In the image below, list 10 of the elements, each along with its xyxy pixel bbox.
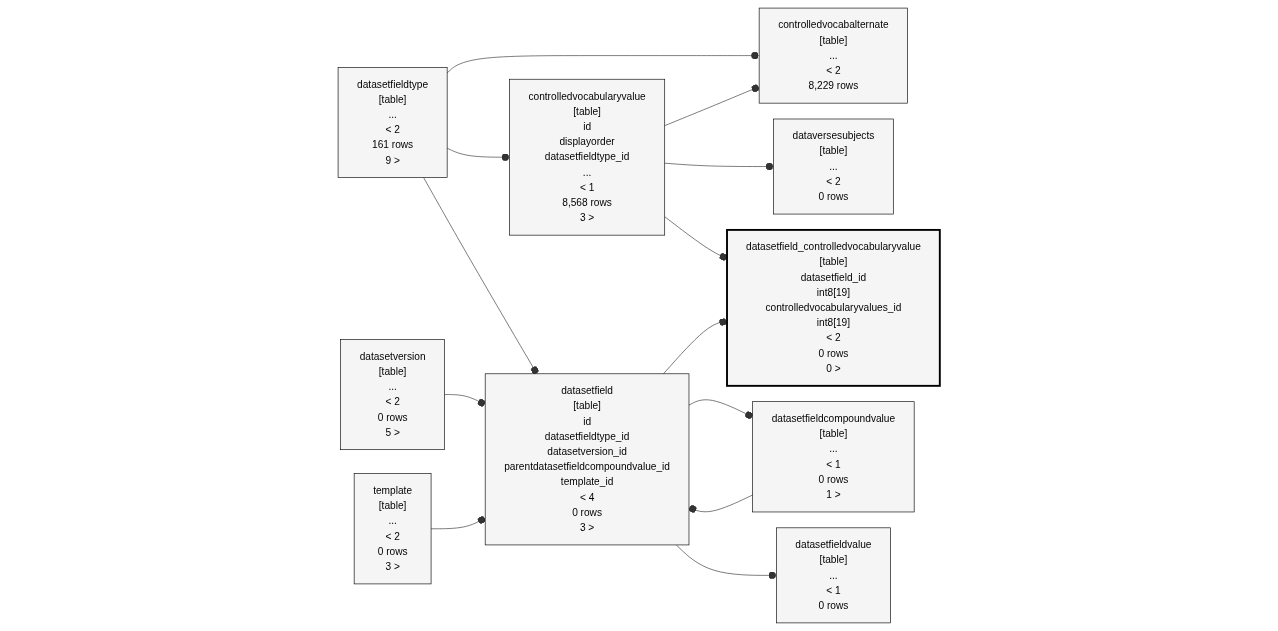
node-box: dataversesubjects [table] ... < 2 0 rows <box>773 118 894 215</box>
node-box: template [table] ... < 2 0 rows 3 > <box>353 473 432 585</box>
node-box: datasetfield_controlledvocabularyvalue [table] datasetfield_id int8[19] controlledvocabularyvalues_id int8[19] < 2 0 rows 0 > <box>726 229 941 387</box>
node-box: datasetfieldvalue [table] ... < 1 0 rows <box>776 527 891 624</box>
node-box: controlledvocabularyvalue [table] id displayorder datasetfieldtype_id ... < 1 8,568 rows 3 > <box>509 78 666 236</box>
node-box: datasetfield [table] id datasetfieldtype_id datasetversion_id parentdatasetfieldcompoundvalue_id template_id < 4 0 rows 3 > <box>484 373 690 546</box>
node-box: controlledvocabalternate [table] ... < 2 8,229 rows <box>758 7 909 104</box>
node-box: datasetversion [table] ... < 2 0 rows 5 > <box>340 339 445 451</box>
node-box: datasetfieldcompoundvalue [table] ... < 1 0 rows 1 > <box>752 401 915 513</box>
node-box: datasetfieldtype [table] ... < 2 161 rows 9 > <box>337 67 448 178</box>
